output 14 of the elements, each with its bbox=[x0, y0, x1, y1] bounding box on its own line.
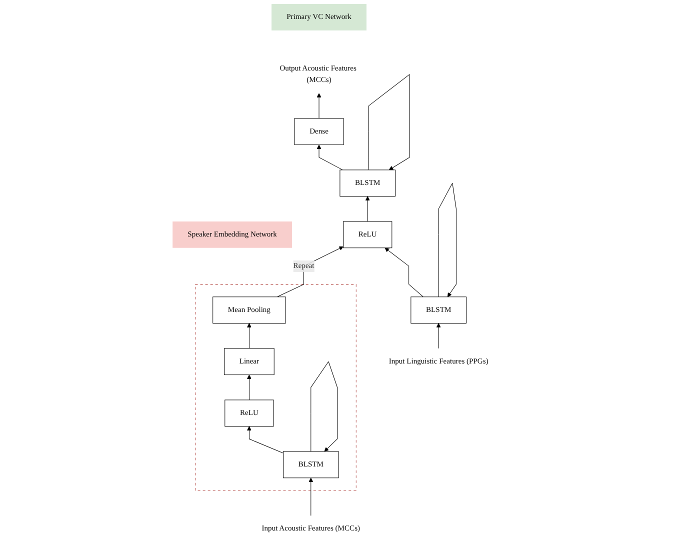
arrow bbox=[436, 323, 441, 349]
arrow bbox=[316, 93, 322, 119]
arrow bbox=[365, 196, 370, 222]
arrow bbox=[438, 182, 456, 298]
arrow bbox=[246, 374, 252, 400]
cluster bbox=[195, 284, 356, 491]
arrow bbox=[316, 144, 343, 170]
arrow bbox=[246, 323, 252, 349]
arrow bbox=[246, 426, 284, 454]
arrow bbox=[310, 361, 338, 452]
arrow bbox=[276, 246, 344, 298]
arrow bbox=[308, 478, 314, 516]
arrow bbox=[384, 248, 424, 298]
arrow bbox=[368, 74, 410, 170]
